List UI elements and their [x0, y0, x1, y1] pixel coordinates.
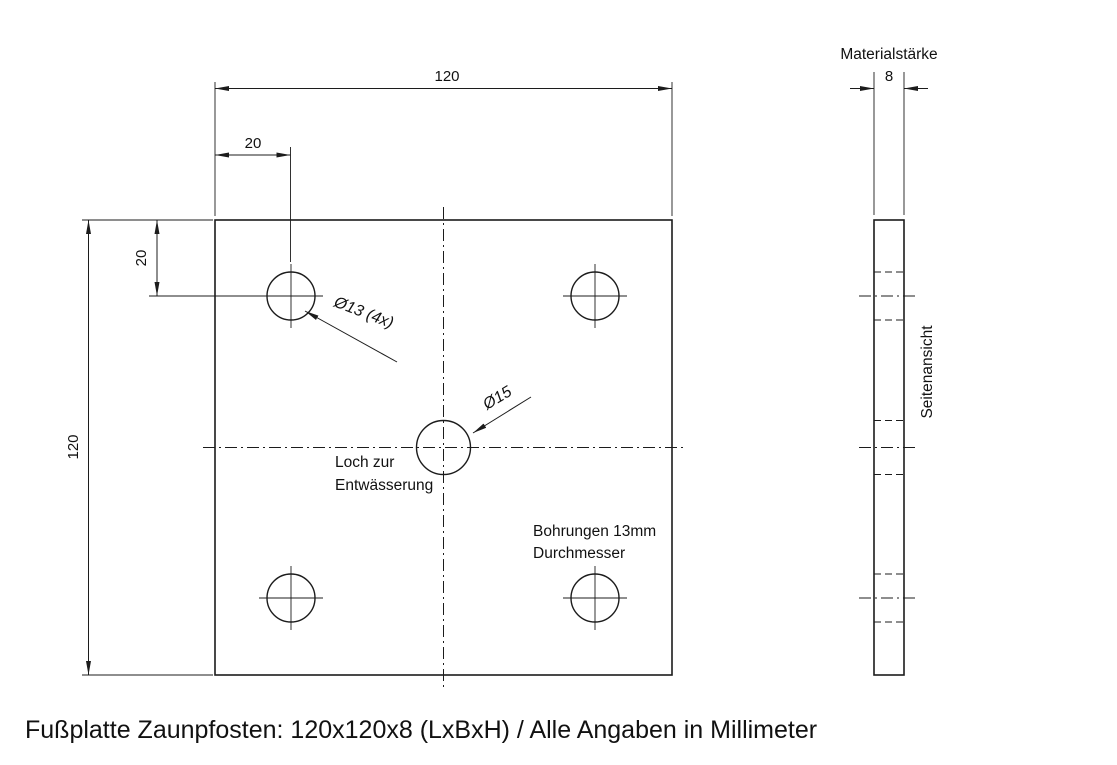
- side-view-header: Materialstärke: [840, 46, 937, 63]
- front-view: [82, 82, 685, 689]
- side-view-label: Seitenansicht: [919, 325, 936, 419]
- drawing-labels: 120 20 120 20 Ø13 (4x) Ø15 Loch zur Entw…: [25, 46, 938, 744]
- center-hole-diameter-label: Ø15: [479, 383, 515, 414]
- leader-line-center-hole: [472, 396, 532, 434]
- drawing-caption: Fußplatte Zaunpfosten: 120x120x8 (LxBxH)…: [25, 716, 817, 744]
- leader-line-corner-hole: [304, 310, 398, 363]
- side-view: [850, 72, 928, 676]
- bore-note-line2: Durchmesser: [533, 545, 625, 562]
- offset-x-dimension-label: 20: [245, 135, 262, 152]
- drain-note-line1: Loch zur: [335, 454, 394, 471]
- width-dimension-label: 120: [434, 68, 459, 85]
- thickness-dimension-label: 8: [885, 68, 893, 85]
- corner-hole-diameter-label: Ø13 (4x): [331, 294, 396, 333]
- offset-y-dimension-label: 20: [133, 250, 150, 267]
- drain-note-line2: Entwässerung: [335, 477, 433, 494]
- bore-note-line1: Bohrungen 13mm: [533, 523, 656, 540]
- hole-center: [415, 419, 472, 476]
- height-dimension-label: 120: [65, 434, 82, 459]
